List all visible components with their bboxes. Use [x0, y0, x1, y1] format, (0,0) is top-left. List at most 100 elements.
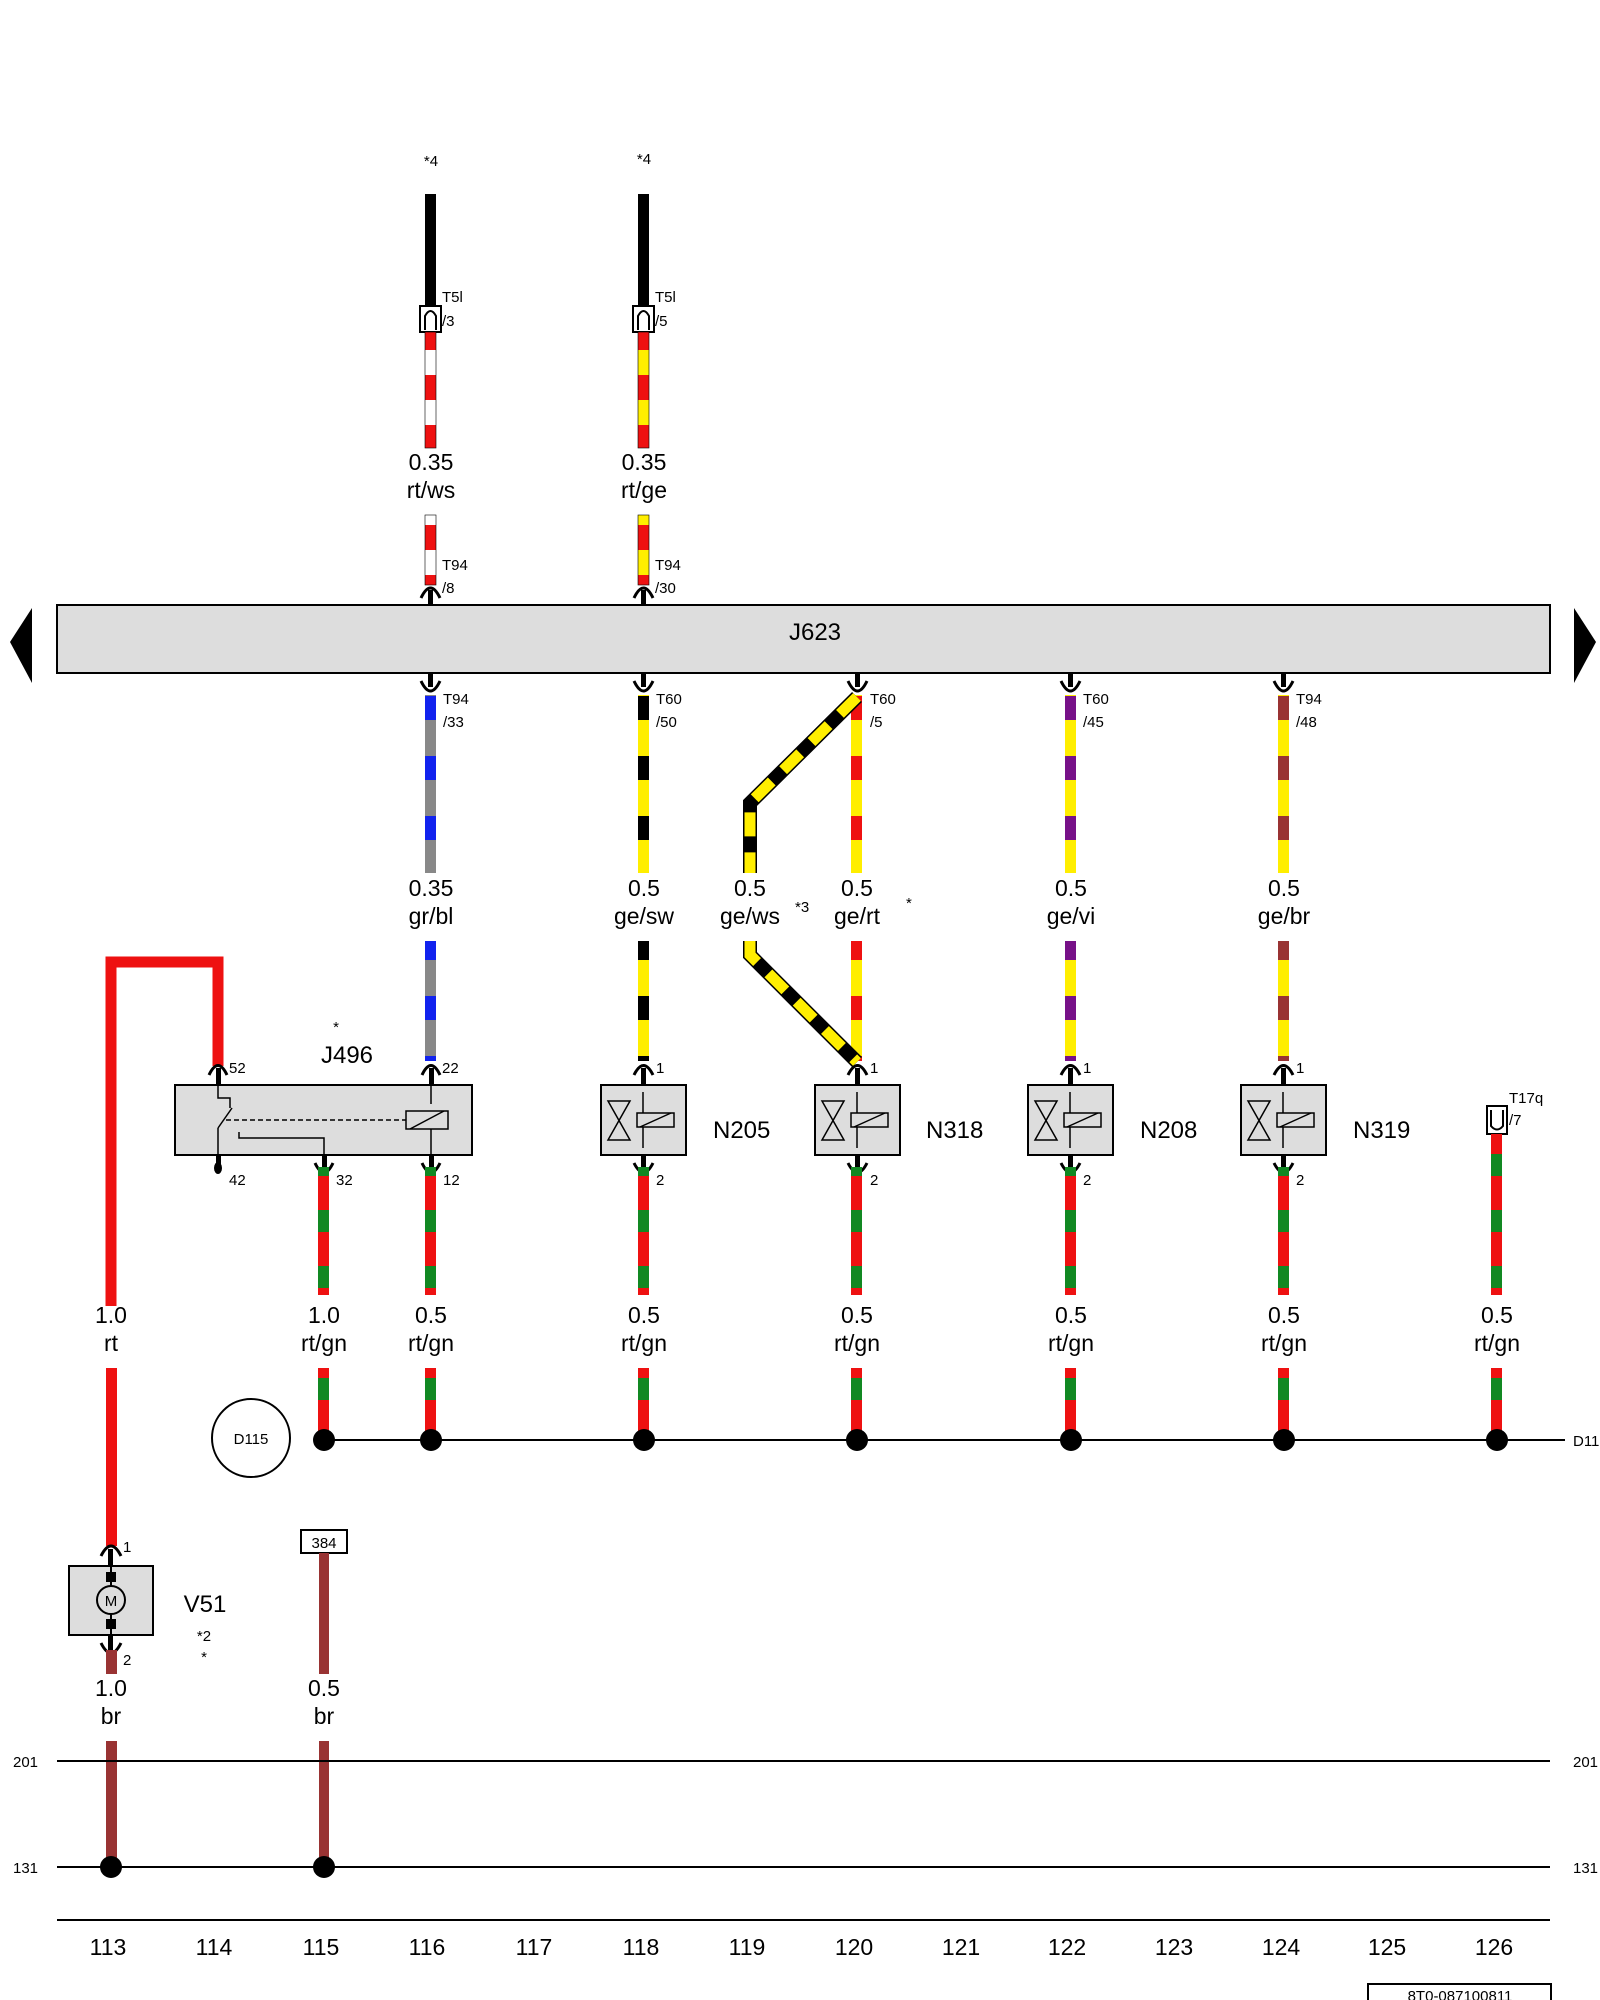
motor-symbol: M	[105, 1593, 118, 1610]
ref-label: *4	[637, 151, 651, 168]
wire-color: rt/gn	[834, 1330, 880, 1356]
wire-rt	[106, 1368, 117, 1546]
column-number: 122	[1048, 1934, 1086, 1960]
wire-size: 1.0	[95, 1675, 127, 1701]
wire-rt	[105, 956, 224, 1306]
pin-number: 12	[443, 1172, 460, 1189]
ground-node	[313, 1856, 335, 1878]
wire-ge-vi	[1065, 941, 1076, 1061]
wire-color: ge/rt	[834, 903, 881, 929]
ref-label: *4	[424, 153, 438, 170]
ground-node	[100, 1856, 122, 1878]
pin-name: T94	[443, 691, 469, 708]
connector-t17q-icon	[1486, 1105, 1508, 1135]
note-label: *	[906, 895, 912, 912]
wire-ge-rt	[851, 941, 862, 1061]
pin-number: 1	[870, 1060, 878, 1077]
note-label: *2	[197, 1628, 211, 1645]
wire-gr-bl	[425, 941, 436, 1061]
pin-number: 2	[123, 1652, 131, 1669]
column-number: 114	[196, 1934, 233, 1960]
wire-ge-vi	[1065, 695, 1076, 873]
ground-label: 201	[13, 1754, 38, 1771]
connector-icon	[419, 305, 442, 333]
wire-color: ge/br	[1258, 903, 1311, 929]
column-number: 126	[1475, 1934, 1513, 1960]
wire-br	[106, 1650, 117, 1674]
pin-number: /30	[655, 580, 676, 597]
connector-pin: /5	[655, 313, 668, 330]
pin-icon	[428, 590, 433, 605]
pin-number: 1	[656, 1060, 664, 1077]
wire-rt-ge	[637, 331, 650, 449]
wire-rt-ge	[637, 514, 650, 586]
pin-number: /5	[870, 714, 883, 731]
wire-br	[319, 1553, 329, 1674]
valve-label: N205	[713, 1117, 770, 1144]
motor-label: V51	[184, 1591, 227, 1618]
splice-nodes	[313, 1429, 1508, 1451]
wire-color: rt/gn	[301, 1330, 347, 1356]
pin-number: /50	[656, 714, 677, 731]
ecu-label: J623	[789, 619, 841, 646]
wire-ge-ws	[744, 941, 861, 1066]
arrow-right-icon	[1574, 608, 1596, 683]
wire-size: 0.5	[1055, 875, 1087, 901]
connector-name: T17q	[1509, 1090, 1543, 1107]
pin-number: 1	[1083, 1060, 1091, 1077]
wire-black	[638, 194, 649, 306]
column-number: 121	[942, 1934, 980, 1960]
pin-number: 2	[1083, 1172, 1091, 1189]
connector-pin: /7	[1509, 1112, 1522, 1129]
relay-switch-icon	[217, 1085, 449, 1155]
splice-right-label: D11	[1573, 1433, 1599, 1450]
wire-size: 0.5	[628, 1302, 660, 1328]
wire-color: rt/gn	[408, 1330, 454, 1356]
column-number: 117	[516, 1934, 553, 1960]
wire-ge-ws	[744, 693, 861, 873]
wire-color: ge/sw	[614, 903, 674, 929]
valve-n208	[1027, 1064, 1114, 1174]
valve-n319	[1240, 1064, 1327, 1174]
wire-size: 0.35	[409, 449, 454, 475]
pin-number: 32	[336, 1172, 353, 1189]
ground-label: 131	[13, 1860, 38, 1877]
reference-label: 384	[311, 1535, 336, 1552]
pin-number: /45	[1083, 714, 1104, 731]
motor-icon	[96, 1585, 126, 1615]
wire-size: 0.5	[628, 875, 660, 901]
pin-name: T94	[1296, 691, 1322, 708]
ground-label: 201	[1573, 1754, 1598, 1771]
wire-size: 0.5	[308, 1675, 340, 1701]
wire-color: ge/ws	[720, 903, 780, 929]
wire-color: rt/ge	[621, 477, 667, 503]
note-label: *3	[795, 899, 809, 916]
valve-label: N319	[1353, 1117, 1410, 1144]
wire-size: 0.35	[622, 449, 667, 475]
wire-black	[425, 194, 436, 306]
valve-label: N318	[926, 1117, 983, 1144]
pin-number: 2	[1296, 1172, 1304, 1189]
drawing-id-box	[1367, 1983, 1552, 2000]
wire-color: rt/gn	[621, 1330, 667, 1356]
valve-label: N208	[1140, 1117, 1197, 1144]
wire-size: 0.5	[1481, 1302, 1513, 1328]
wire-size: 0.5	[415, 1302, 447, 1328]
wire-rt-ws	[424, 331, 437, 449]
column-number: 120	[835, 1934, 873, 1960]
pin-number: 2	[656, 1172, 664, 1189]
pin-number: /48	[1296, 714, 1317, 731]
connector-name: T5l	[442, 289, 463, 306]
column-number: 119	[729, 1934, 766, 1960]
pin-icon	[632, 586, 655, 599]
wire-rt-ws	[424, 514, 437, 586]
wire-br	[319, 1741, 329, 1867]
ecu-module	[56, 604, 1551, 674]
wire-size: 0.5	[841, 875, 873, 901]
wire-color: br	[101, 1703, 122, 1729]
wire-size: 0.5	[1268, 1302, 1300, 1328]
pin-name: T94	[655, 557, 681, 574]
pin-name: T60	[870, 691, 896, 708]
pin-number: 22	[442, 1060, 459, 1077]
wire-size: 1.0	[95, 1302, 127, 1328]
